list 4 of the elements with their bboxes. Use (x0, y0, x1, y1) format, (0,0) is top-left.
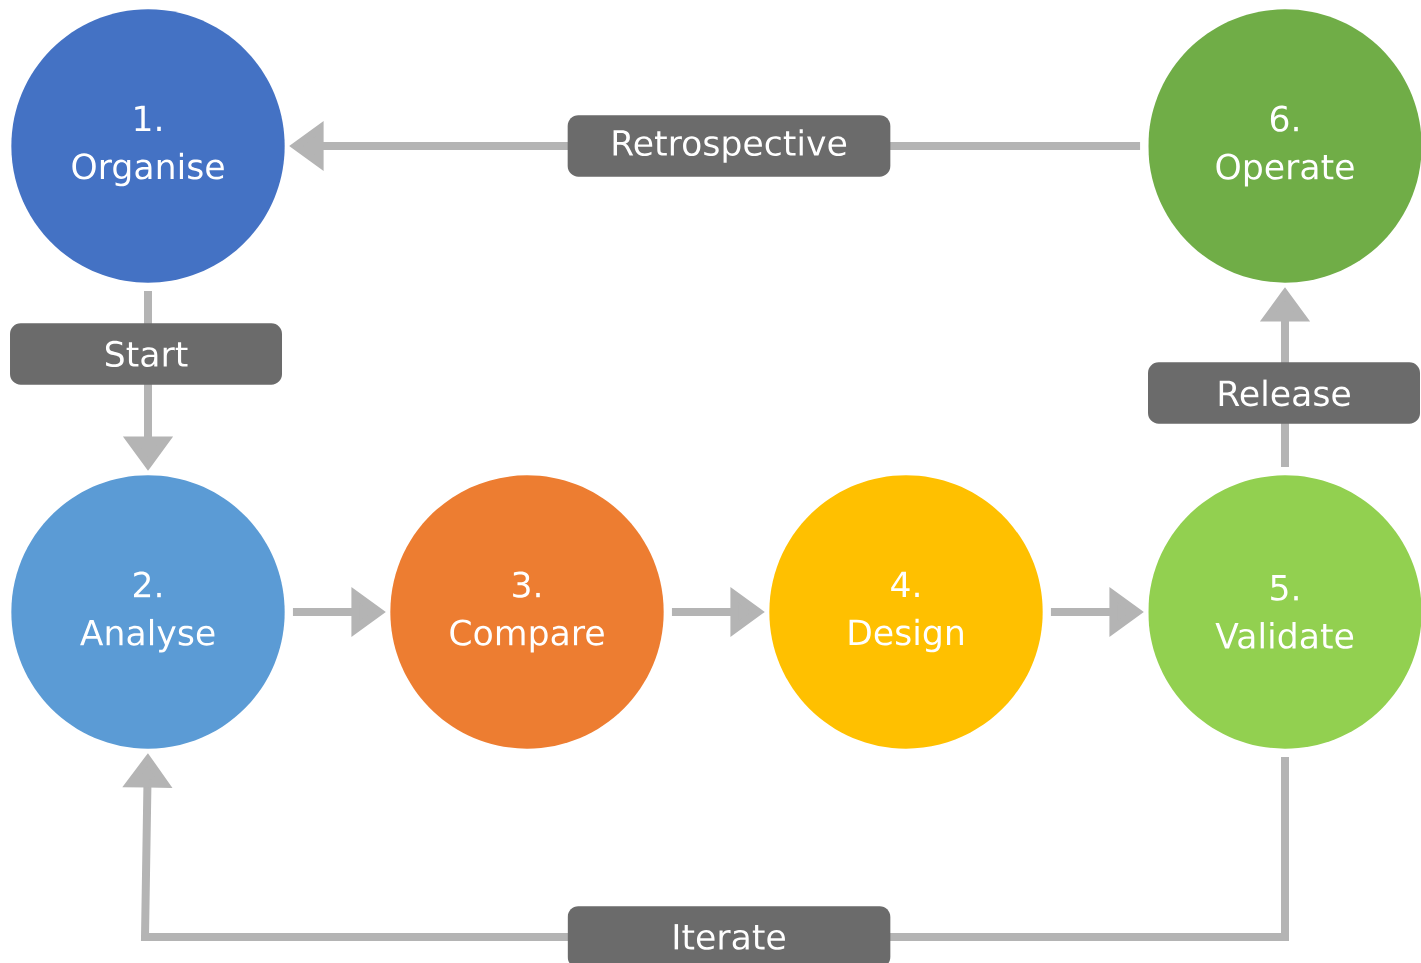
edge-label: Start (10, 323, 282, 385)
edge-label: Release (1148, 362, 1420, 424)
edge-label: Retrospective (567, 115, 891, 177)
edge-label: Iterate (567, 906, 891, 963)
